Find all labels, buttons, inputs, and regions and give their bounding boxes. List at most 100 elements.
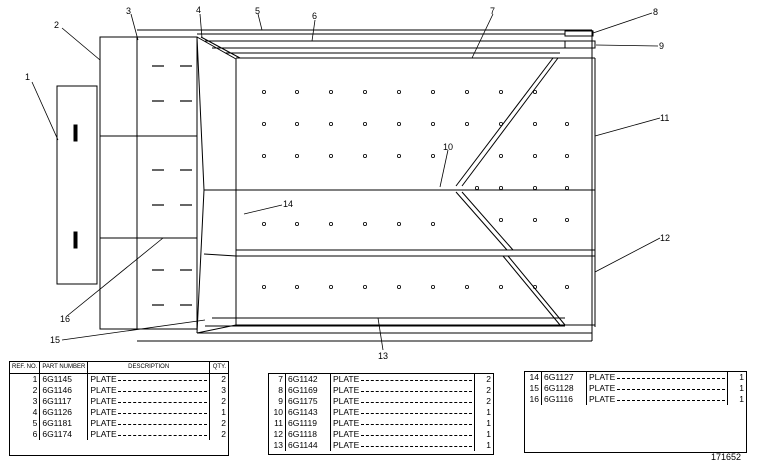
qty-cell: 3 [209,385,228,396]
qty-cell: 2 [209,396,228,407]
description-text: PLATE [333,418,361,428]
ref-no-cell: 8 [269,385,286,396]
description-text: PLATE [90,407,118,417]
qty-cell: 1 [474,429,493,440]
qty-cell: 1 [474,418,493,429]
description-text: PLATE [90,385,118,395]
description-cell: PLATE [331,374,475,385]
description-cell: PLATE [331,407,475,418]
callout-13: 13 [378,351,388,361]
callout-6: 6 [312,11,317,21]
callout-2: 2 [54,20,59,30]
header-ref-no: REF. NO. [10,362,41,374]
part-4-transition [196,36,241,334]
ref-no-cell: 4 [10,407,41,418]
callout-3: 3 [126,6,131,16]
description-text: PLATE [333,396,361,406]
description-text: PLATE [333,385,361,395]
qty-cell: 1 [727,383,746,394]
callout-8: 8 [653,7,658,17]
qty-cell: 2 [474,385,493,396]
description-cell: PLATE [88,396,210,407]
qty-cell: 2 [474,396,493,407]
ref-no-cell: 3 [10,396,41,407]
callout-labels: 1 2 3 4 5 6 7 8 9 10 11 12 13 14 15 16 [25,5,670,361]
part-1-plate [56,85,98,285]
callout-4: 4 [196,5,201,15]
description-text: PLATE [333,440,361,450]
part-3-column [136,36,198,330]
part-number-cell: 6G1145 [39,373,89,385]
part-number-cell: 6G1117 [39,396,89,407]
part-number-cell: 6G1181 [39,418,89,429]
qty-cell: 1 [727,394,746,405]
drawing-number: 171652 [711,452,742,462]
callout-16: 16 [60,314,70,324]
part-number-cell: 6G1174 [39,429,89,440]
leader-dashes [118,380,207,381]
leader-dashes [361,391,472,392]
part-number-cell: 6G1118 [285,429,331,440]
description-text: PLATE [333,429,361,439]
bolt-holes [261,90,570,289]
ref-no-cell: 9 [269,396,286,407]
description-cell: PLATE [88,429,210,440]
description-text: PLATE [90,418,118,428]
description-text: PLATE [90,429,118,439]
description-text: PLATE [90,396,118,406]
part-number-cell: 6G1146 [39,385,89,396]
leader-dashes [361,380,472,381]
leader-dashes [361,435,472,436]
callout-12: 12 [660,233,670,243]
header-description: DESCRIPTION [128,364,170,370]
ref-no-cell: 12 [269,429,286,440]
qty-cell: 2 [474,374,493,385]
callout-5: 5 [255,6,260,16]
leader-lines [31,12,661,351]
part-number-cell: 6G1175 [285,396,331,407]
leader-dashes [118,391,207,392]
qty-cell: 2 [209,429,228,440]
description-cell: PLATE [88,407,210,418]
callout-1: 1 [25,72,30,82]
description-text: PLATE [333,374,361,384]
description-cell: PLATE [587,394,728,405]
ref-no-cell: 13 [269,440,286,451]
ref-no-cell: 16 [525,394,542,405]
header-part-number: PART NUMBER [39,362,89,374]
qty-cell: 1 [209,407,228,418]
part-number-cell: 6G1144 [285,440,331,451]
ref-no-cell: 10 [269,407,286,418]
ref-no-cell: 6 [10,429,41,440]
description-cell: PLATE [587,383,728,394]
leader-dashes [118,435,207,436]
header-qty: QTY. [209,362,228,374]
leader-dashes [361,446,472,447]
part-2-column [99,36,138,330]
callout-14: 14 [283,199,293,209]
description-cell: PLATE [331,429,475,440]
ref-no-cell: 14 [525,372,542,383]
description-text: PLATE [589,372,617,382]
ref-no-cell: 7 [269,374,286,385]
part-number-cell: 6G1119 [285,418,331,429]
internal-divisions [236,57,595,326]
main-frame [137,29,596,342]
leader-dashes [118,424,207,425]
description-cell: PLATE [331,385,475,396]
description-cell: PLATE [88,374,210,386]
